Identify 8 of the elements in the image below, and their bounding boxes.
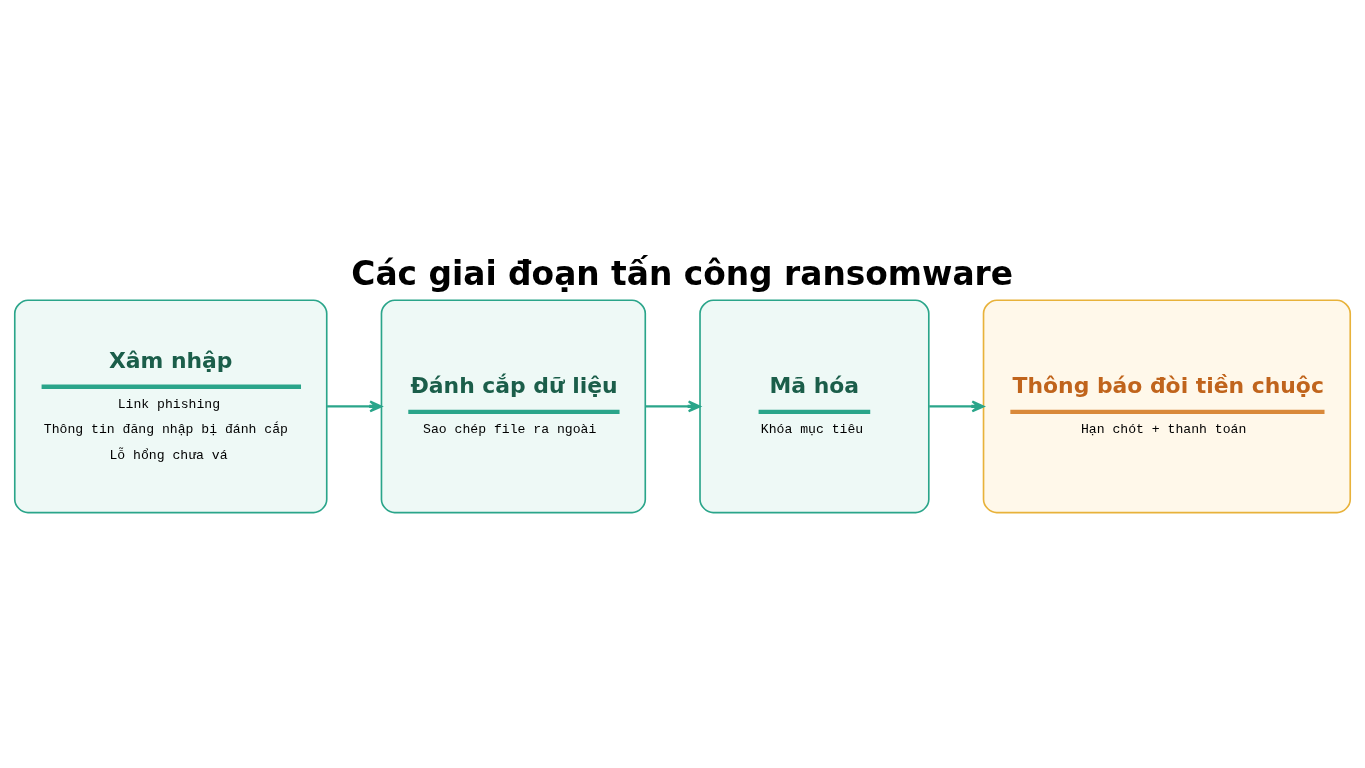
node-box: Xâm nhập Link phishing Thông tin đăng nhập bị đánh cắp Lỗ hổng chưa vá	[13, 299, 328, 514]
diagram-title: Các giai đoạn tấn công ransomware	[351, 254, 1014, 293]
node-box: Mã hóa Khóa mục tiêu	[699, 299, 930, 514]
node-box: Thông báo đòi tiền chuộc Hạn chót + thanh toán	[982, 299, 1352, 514]
arrow	[327, 400, 383, 413]
arrow	[645, 400, 701, 413]
arrow	[929, 400, 985, 413]
node-box: Đánh cắp dữ liệu Sao chép file ra ngoài	[380, 299, 647, 514]
